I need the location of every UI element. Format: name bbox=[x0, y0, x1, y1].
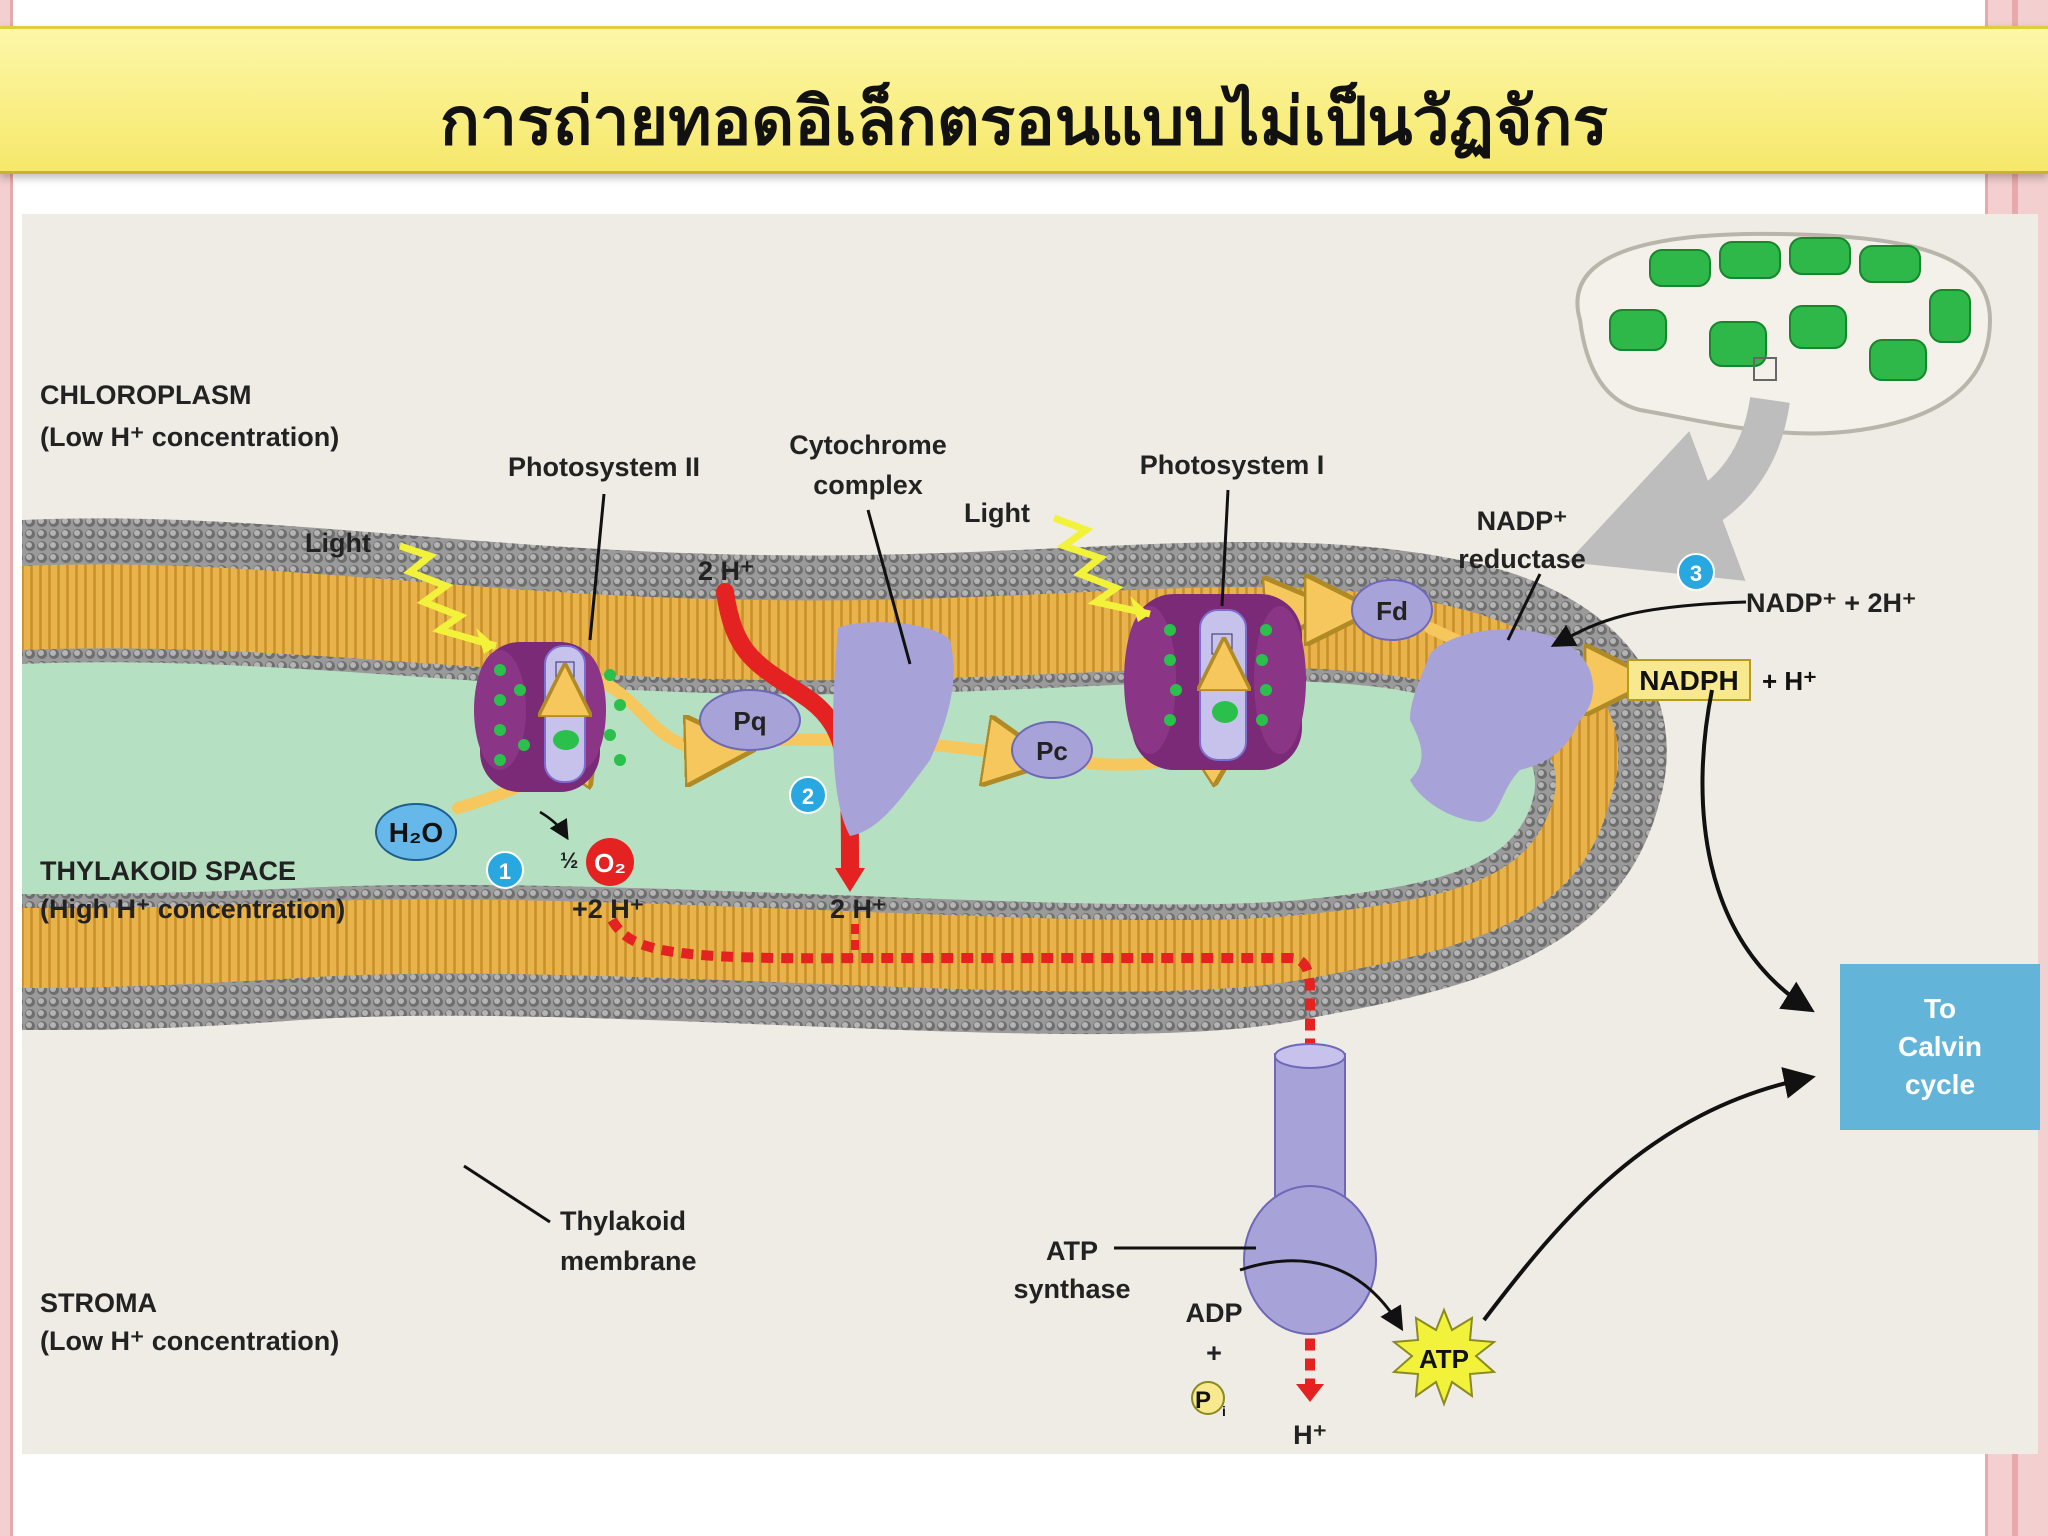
calvin-cycle-box: To Calvin cycle bbox=[1840, 964, 2040, 1130]
svg-text:To: To bbox=[1924, 993, 1956, 1024]
svg-text:cycle: cycle bbox=[1905, 1069, 1975, 1100]
light-bolts bbox=[398, 514, 1151, 650]
cytochrome-label-line2: complex bbox=[813, 470, 923, 500]
atp-product: ATP bbox=[1391, 1307, 1497, 1407]
nadph-label: NADPH bbox=[1639, 665, 1739, 696]
thylakoid-membrane-label-line1: Thylakoid bbox=[560, 1206, 686, 1236]
two-h-bottom-label: 2 H⁺ bbox=[830, 894, 886, 924]
pc-label: Pc bbox=[1036, 736, 1068, 766]
photosystem-i bbox=[1124, 594, 1306, 770]
to-calvin-arrows bbox=[1482, 689, 1816, 1322]
phosphate: P i bbox=[1191, 1381, 1226, 1419]
light-label-2: Light bbox=[964, 498, 1030, 528]
photosystem-ii-label: Photosystem II bbox=[508, 452, 700, 482]
thylakoid-space-label: THYLAKOID SPACE bbox=[40, 856, 296, 886]
two-h-top-label: 2 H⁺ bbox=[698, 556, 754, 586]
nadp-reaction-label: NADP⁺ + 2H⁺ bbox=[1746, 588, 1916, 618]
nadph-product: NADPH + H⁺ bbox=[1627, 659, 1817, 701]
slide-title: การถ่ายทอดอิเล็กตรอนแบบไม่เป็นวัฏจักร bbox=[440, 83, 1608, 160]
nadp-reductase bbox=[1410, 629, 1594, 822]
stroma-label: STROMA bbox=[40, 1288, 157, 1318]
svg-text:Calvin: Calvin bbox=[1898, 1031, 1982, 1062]
svg-text:1: 1 bbox=[499, 859, 511, 884]
light-arrowhead-1 bbox=[476, 628, 496, 654]
svg-text:2: 2 bbox=[802, 784, 814, 809]
granum-stacks bbox=[1609, 237, 1971, 381]
atp-synthase-label-line1: ATP bbox=[1046, 1236, 1098, 1266]
plus-2h-label: +2 H⁺ bbox=[572, 894, 644, 924]
oxygen-molecule: ½ O₂ bbox=[560, 838, 634, 886]
fd-label: Fd bbox=[1376, 596, 1408, 626]
step-badge-2: 2 bbox=[789, 776, 827, 814]
light-arrowhead-2 bbox=[1130, 596, 1150, 622]
plus-label: + bbox=[1206, 1338, 1222, 1368]
zoom-arrow bbox=[1567, 396, 1790, 581]
step-badge-1: 1 bbox=[486, 851, 524, 889]
pq-label: Pq bbox=[733, 706, 766, 736]
o2-label: O₂ bbox=[594, 848, 626, 878]
slide-left-border bbox=[0, 0, 13, 1536]
pi-subscript-label: i bbox=[1222, 1403, 1226, 1419]
atp-synthase bbox=[1239, 1043, 1404, 1335]
nadp-reductase-label-line2: reductase bbox=[1458, 544, 1586, 574]
nadp-reductase-label-line1: NADP⁺ bbox=[1477, 506, 1568, 536]
pc-carrier: Pc bbox=[1011, 721, 1093, 779]
leader-lines bbox=[463, 489, 1747, 1250]
atp-label: ATP bbox=[1419, 1344, 1469, 1374]
atp-synthase-label-line2: synthase bbox=[1013, 1274, 1130, 1304]
thylakoid-space-note: (High H⁺ concentration) bbox=[40, 894, 345, 924]
water-molecule: H₂O bbox=[375, 803, 457, 861]
chloroplast-region-label: CHLOROPLASM bbox=[40, 380, 252, 410]
thylakoid-membrane-label-line2: membrane bbox=[560, 1246, 697, 1276]
plus-h-label: + H⁺ bbox=[1762, 666, 1817, 696]
chloroplast-inset bbox=[1567, 231, 1993, 581]
step-badge-3: 3 bbox=[1677, 553, 1715, 591]
title-bar: การถ่ายทอดอิเล็กตรอนแบบไม่เป็นวัฏจักร bbox=[0, 26, 2048, 174]
cytochrome-complex bbox=[833, 622, 954, 836]
half-fraction-label: ½ bbox=[560, 848, 578, 873]
h2o-label: H₂O bbox=[389, 817, 443, 848]
svg-text:3: 3 bbox=[1690, 561, 1702, 586]
light-label-1: Light bbox=[305, 528, 371, 558]
chloroplast-region-note: (Low H⁺ concentration) bbox=[40, 422, 339, 452]
diagram-labels: CHLOROPLASM (Low H⁺ concentration) THYLA… bbox=[40, 380, 1916, 1450]
h-bottom-label: H⁺ bbox=[1293, 1420, 1327, 1450]
pi-label: P bbox=[1195, 1387, 1211, 1414]
fd-carrier: Fd bbox=[1351, 579, 1433, 641]
stroma-note: (Low H⁺ concentration) bbox=[40, 1326, 339, 1356]
photosystem-ii bbox=[474, 642, 626, 792]
adp-label: ADP bbox=[1185, 1298, 1242, 1328]
pq-carrier: Pq bbox=[699, 689, 801, 751]
photosystem-i-label: Photosystem I bbox=[1140, 450, 1325, 480]
oxygen-arrow bbox=[539, 810, 569, 841]
cytochrome-label-line1: Cytochrome bbox=[789, 430, 947, 460]
